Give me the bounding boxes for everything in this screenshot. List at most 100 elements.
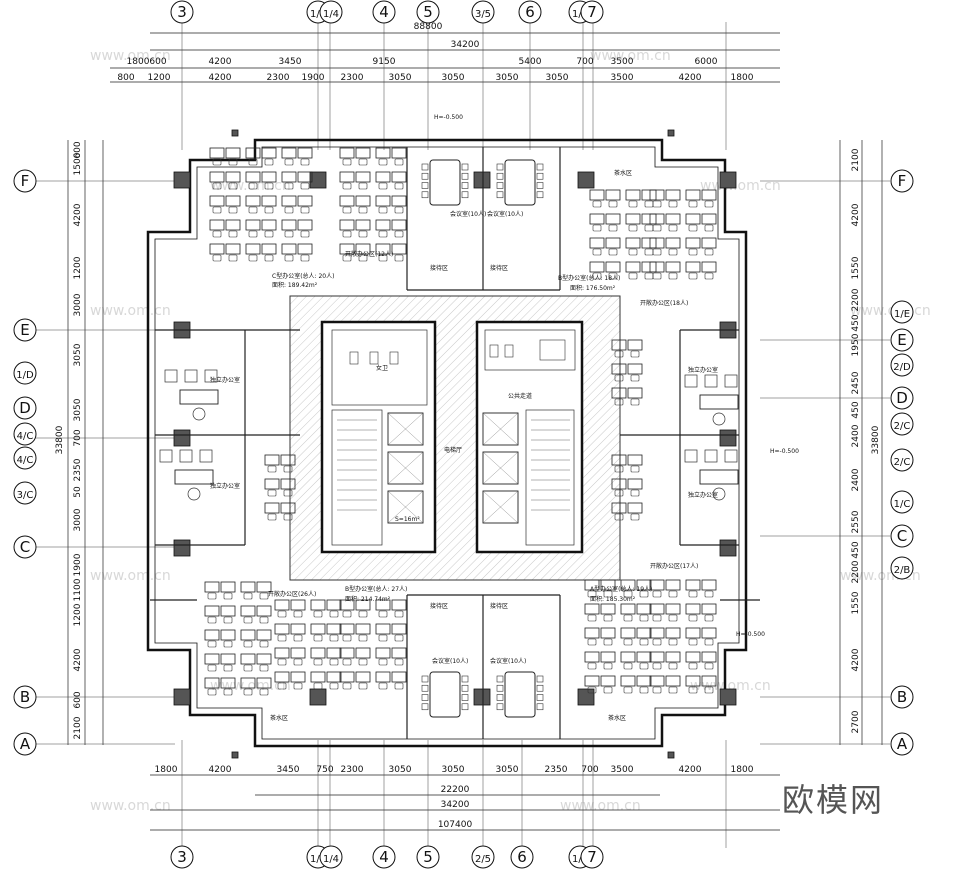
svg-text:2/D: 2/D: [893, 362, 911, 373]
svg-text:1/6: 1/6: [572, 854, 588, 865]
meeting-table-4: [496, 671, 544, 718]
svg-text:2/C: 2/C: [894, 421, 911, 432]
label-b-office-bottom: B型办公室(总人: 27人): [345, 585, 407, 593]
axis-top-2: 1/4: [319, 0, 343, 24]
dim-top-r1-7: 3500: [611, 57, 634, 67]
dim-left-9: 50: [73, 486, 83, 498]
axis-right-2: E: [890, 328, 914, 352]
svg-text:5: 5: [423, 3, 433, 21]
svg-text:6: 6: [525, 3, 535, 21]
dim-left-0: 600: [73, 141, 83, 158]
svg-text:6: 6: [517, 848, 527, 866]
workstations-a-right: [649, 579, 717, 694]
axis-left-9: A: [13, 732, 37, 756]
axis-left-8: B: [13, 685, 37, 709]
dim-top-total: 88800: [414, 22, 443, 32]
dim-top-r1-0: 1800: [127, 57, 150, 67]
dim-bottom-total: 107400: [438, 820, 473, 830]
svg-text:A: A: [20, 735, 31, 753]
dim-right-13: 1550: [851, 591, 861, 614]
dim-bottom-r1-5: 3050: [389, 765, 412, 775]
dim-bottom-r3: 34200: [441, 800, 470, 810]
label-a-office: A型办公室(总人: 19人): [590, 585, 652, 593]
axis-right-4: D: [890, 386, 914, 410]
dim-left-8: 2350: [73, 458, 83, 481]
axis-right-3: 2/D: [890, 353, 914, 377]
axis-grid-lines: [36, 22, 890, 848]
label-elevator-hall: 电梯厅: [444, 446, 462, 454]
svg-text:4/C: 4/C: [17, 455, 34, 466]
dimension-lines: [67, 32, 883, 831]
dim-bottom-r1-4: 2300: [341, 765, 364, 775]
label-a-area: 面积: 185.30m²: [590, 595, 636, 603]
dim-right-8: 2400: [851, 424, 861, 447]
office-furniture-3: [684, 374, 739, 426]
axis-bottom-3: 4: [372, 845, 396, 869]
label-level-top: H=-0.500: [434, 114, 463, 121]
dim-bottom-r1-8: 2350: [545, 765, 568, 775]
label-female-wc: 女卫: [376, 364, 388, 372]
dim-bottom-r1-6: 3050: [442, 765, 465, 775]
dim-left-2: 4200: [73, 203, 83, 226]
dim-right-14: 4200: [851, 648, 861, 671]
label-reception-1: 接待区: [430, 264, 448, 272]
dim-left-4: 3000: [73, 293, 83, 316]
dim-bottom-r1-1: 4200: [209, 765, 232, 775]
dim-left-1: 1500: [73, 152, 83, 175]
svg-text:4: 4: [379, 848, 389, 866]
workstations-b-top-right: [649, 189, 717, 280]
label-independent-office-4: 独立办公室: [688, 491, 718, 499]
meeting-table-2: [496, 159, 544, 206]
interior-walls: [150, 147, 760, 739]
label-open-c: 开敞办公区(12人): [345, 250, 393, 258]
label-level-right: H=-0.500: [736, 631, 765, 638]
dim-bottom-r2: 22200: [441, 785, 470, 795]
watermark-1: www.om.cn: [590, 48, 671, 64]
axis-top-4: 5: [416, 0, 440, 24]
dim-left-16: 2100: [73, 716, 83, 739]
label-independent-office-2: 独立办公室: [210, 482, 240, 490]
dim-right-total: 33800: [871, 425, 881, 454]
dim-right-10: 2550: [851, 510, 861, 533]
svg-text:1/4: 1/4: [323, 854, 339, 865]
axis-left-2: 1/D: [13, 361, 37, 385]
dim-top-r2-11: 4200: [679, 73, 702, 83]
dim-top-r1-5: 5400: [519, 57, 542, 67]
axis-bottom-2: 1/4: [319, 845, 343, 869]
svg-text:E: E: [20, 321, 29, 339]
svg-text:1/D: 1/D: [16, 370, 34, 381]
dim-left-total: 33800: [55, 425, 65, 454]
dim-top-r2-12: 1800: [731, 73, 754, 83]
label-meeting-1: 会议室(10人): [450, 210, 486, 218]
axis-right-1: 1/E: [890, 300, 914, 324]
svg-text:B: B: [20, 688, 30, 706]
axis-right-0: F: [890, 169, 914, 193]
office-furniture-1: [164, 369, 219, 421]
watermark-0: www.om.cn: [90, 48, 171, 64]
axis-left-5: 4/C: [13, 446, 37, 470]
dim-top-r2-3: 2300: [267, 73, 290, 83]
svg-text:1/6: 1/6: [572, 9, 588, 20]
label-meeting-3: 会议室(10人): [432, 657, 468, 665]
axis-top-0: 3: [170, 0, 194, 24]
dim-right-9: 2400: [851, 468, 861, 491]
svg-text:3/5: 3/5: [475, 9, 491, 20]
meeting-table-1: [421, 159, 469, 206]
svg-text:C: C: [897, 527, 907, 545]
axis-right-8: C: [890, 524, 914, 548]
workstations-b-bottom-right: [339, 599, 407, 690]
svg-text:F: F: [21, 172, 30, 190]
axis-top-6: 6: [518, 0, 542, 24]
dim-top-r1-3: 3450: [279, 57, 302, 67]
svg-text:5: 5: [423, 848, 433, 866]
axis-bottom-6: 6: [510, 845, 534, 869]
svg-text:1/4: 1/4: [310, 854, 326, 865]
svg-text:B: B: [897, 688, 907, 706]
axis-right-5: 2/C: [890, 412, 914, 436]
axis-right-10: B: [890, 685, 914, 709]
svg-text:C: C: [20, 538, 30, 556]
axis-left-0: F: [13, 169, 37, 193]
dim-top-r2-5: 2300: [341, 73, 364, 83]
axis-right-11: A: [890, 732, 914, 756]
